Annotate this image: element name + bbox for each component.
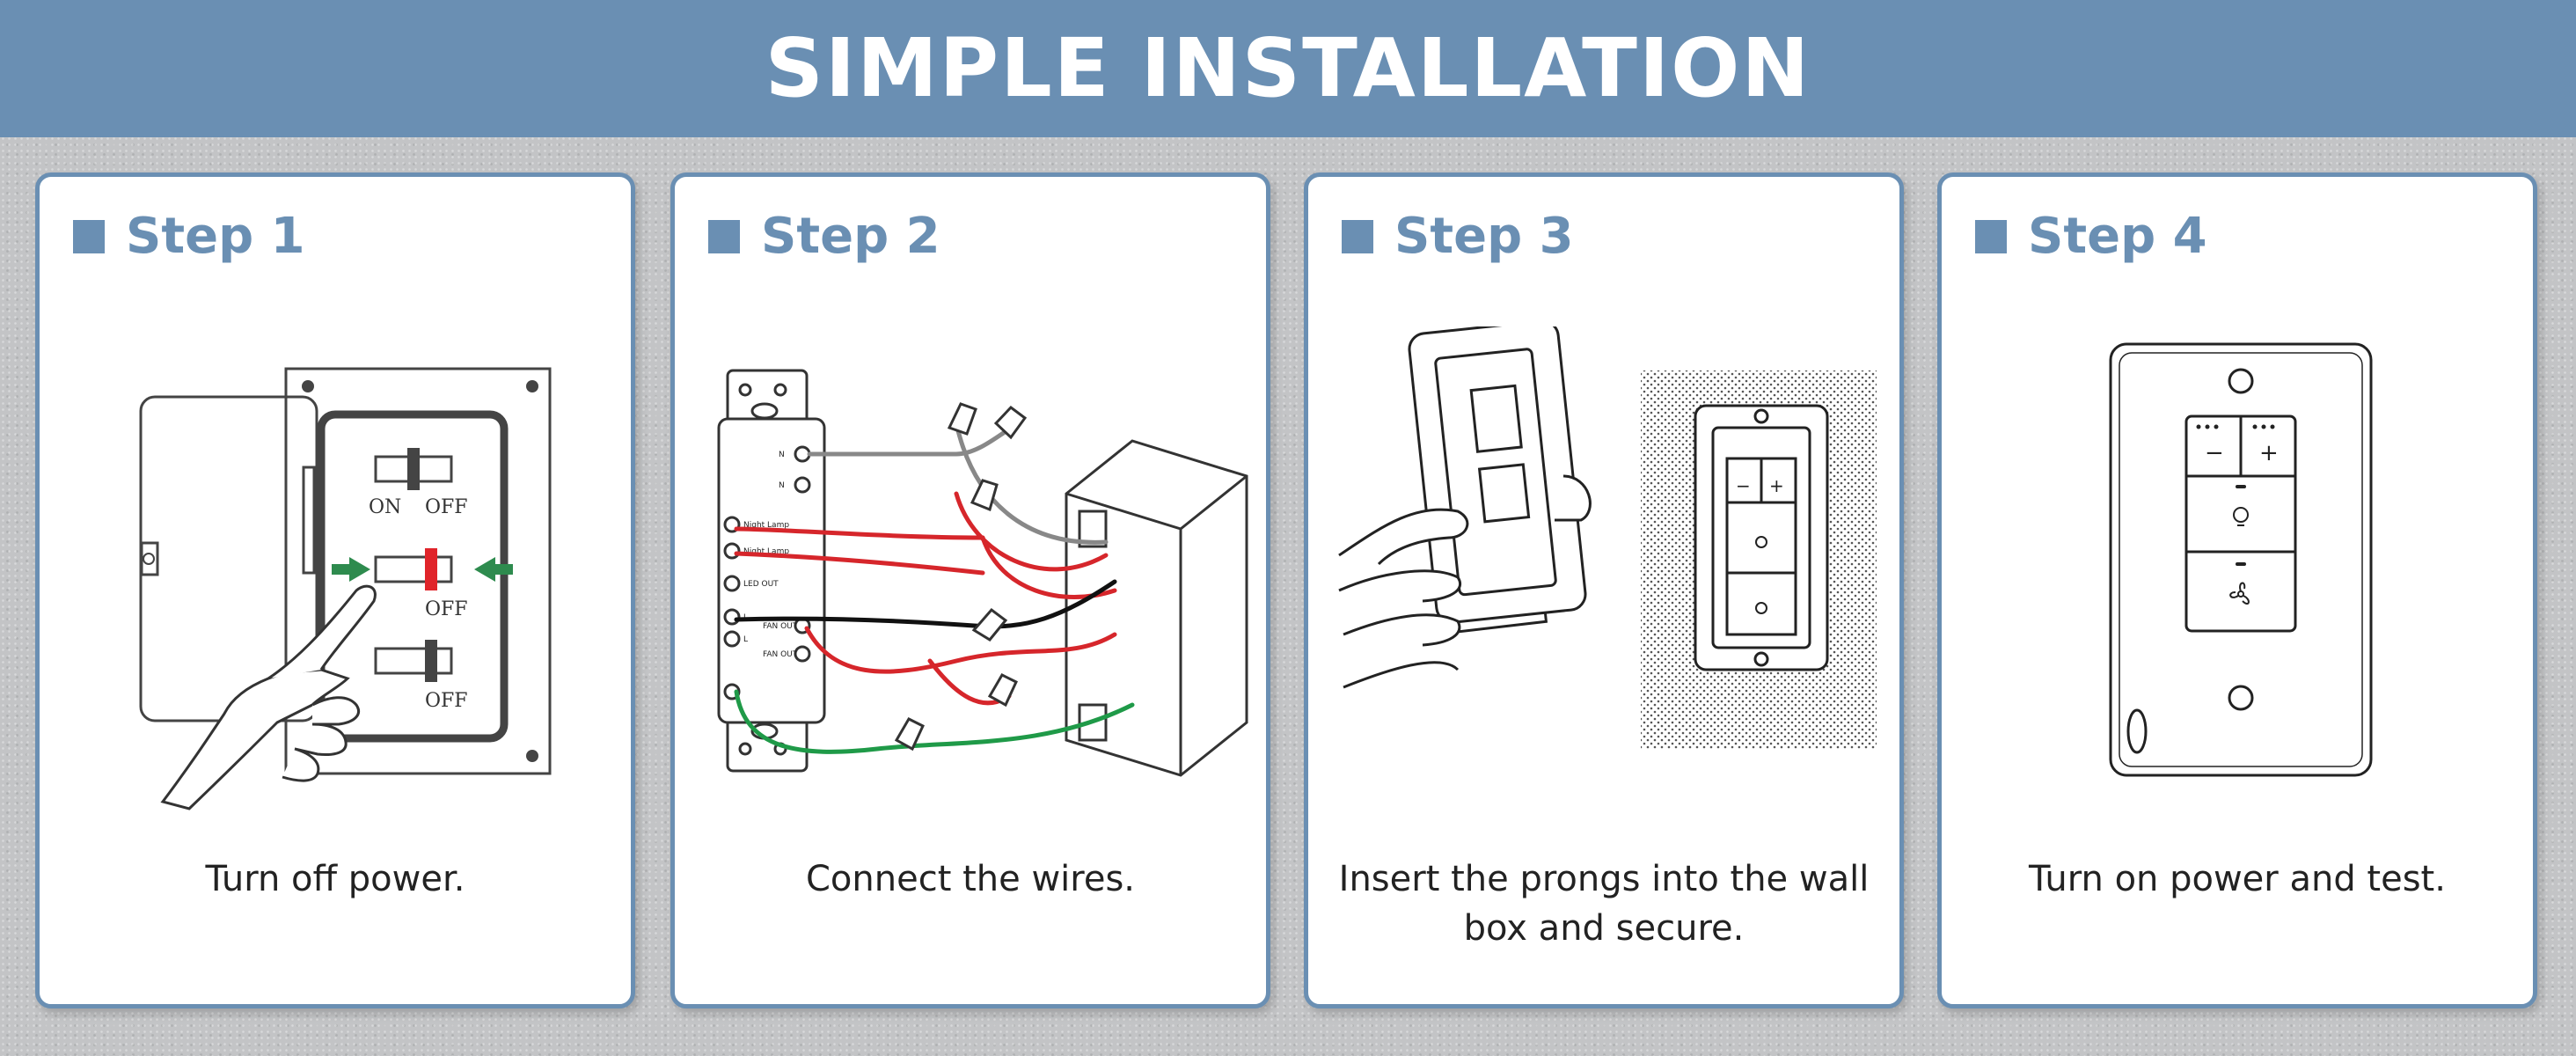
- step-card-2: Step 2 N N Night Lamp Night La: [670, 172, 1270, 1008]
- plate-screw: [2228, 685, 2254, 711]
- arrow-icon: [332, 557, 370, 582]
- live-wire: [734, 526, 985, 540]
- door-hinge: [302, 466, 316, 575]
- neutral-wire: [954, 421, 1109, 545]
- step-caption: Turn on power and test.: [2029, 859, 2446, 899]
- door-latch: [140, 541, 159, 576]
- fan-icon: [1755, 602, 1767, 614]
- wire-nut: [894, 402, 1028, 752]
- svg-text:LED OUT: LED OUT: [743, 580, 779, 589]
- step-marker: [708, 220, 740, 253]
- indicator-led: [2236, 562, 2246, 566]
- step-card-4: Step 4 − + Turn: [1937, 172, 2537, 1008]
- step-header: Step 4: [1975, 212, 2207, 261]
- bulb-icon: [1755, 536, 1767, 548]
- plus-icon: +: [2259, 440, 2279, 466]
- page-title: SIMPLE INSTALLATION: [765, 21, 1811, 115]
- switch-device: [717, 369, 826, 773]
- wall-box: [1065, 439, 1248, 777]
- step-card-3: Step 3: [1304, 172, 1904, 1008]
- svg-text:Night Lamp: Night Lamp: [743, 521, 789, 530]
- minus-icon: −: [1736, 475, 1751, 496]
- live-wire: [954, 491, 1109, 572]
- wiring-diagram-illustration: N N Night Lamp Night Lamp LED OUT L L FA…: [717, 369, 1248, 777]
- step-caption: Insert the prongs into the wall box and …: [1338, 859, 1870, 949]
- step-marker: [73, 220, 105, 253]
- step-caption: Connect the wires.: [805, 859, 1136, 899]
- title-banner: SIMPLE INSTALLATION: [0, 0, 2576, 137]
- breaker-switch-top: ON OFF: [369, 448, 468, 518]
- svg-text:FAN OUT: FAN OUT: [763, 650, 798, 659]
- ground-wire: [734, 689, 1135, 754]
- control-panel: [2184, 414, 2297, 633]
- step-marker: [1975, 220, 2007, 253]
- step-card-1: Step 1 ON OFF OFF OFF: [35, 172, 635, 1008]
- indicator-led: [2236, 485, 2246, 488]
- minus-icon: −: [2205, 440, 2224, 466]
- svg-text:Night Lamp: Night Lamp: [743, 547, 789, 556]
- mounting-illustration: − +: [1338, 326, 1877, 749]
- svg-text:OFF: OFF: [425, 598, 468, 620]
- step-title: Step 4: [2028, 208, 2207, 265]
- air-gap-switch: [2126, 708, 2148, 754]
- step-marker: [1342, 220, 1373, 253]
- plate-screw: [2228, 368, 2254, 394]
- svg-text:FAN OUT: FAN OUT: [763, 622, 798, 631]
- plus-icon: +: [1769, 475, 1784, 496]
- step-title: Step 2: [761, 208, 940, 265]
- step-header: Step 3: [1342, 212, 1574, 261]
- svg-text:OFF: OFF: [425, 690, 468, 712]
- svg-text:N: N: [779, 451, 785, 459]
- live-wire: [804, 626, 1117, 674]
- fan-icon: [2229, 582, 2250, 605]
- breaker-switch-bottom: OFF: [374, 640, 468, 712]
- breaker-panel-illustration: ON OFF OFF OFF: [139, 367, 552, 810]
- step-title: Step 3: [1394, 208, 1574, 265]
- line-wire: [734, 579, 1117, 629]
- finished-switch-illustration: − +: [2109, 342, 2373, 777]
- step-header: Step 1: [73, 212, 305, 261]
- svg-text:ON: ON: [369, 496, 401, 518]
- arrow-icon: [474, 557, 513, 582]
- panel-backplate: [284, 367, 552, 775]
- svg-text:OFF: OFF: [425, 496, 468, 518]
- step-header: Step 2: [708, 212, 940, 261]
- breaker-frame: [317, 410, 509, 743]
- neutral-wire: [807, 429, 1007, 457]
- step-title: Step 1: [126, 208, 305, 265]
- svg-text:L: L: [743, 635, 748, 644]
- step-caption: Turn off power.: [205, 859, 465, 899]
- breaker-switch-middle: OFF: [374, 548, 468, 620]
- live-wire: [734, 551, 985, 576]
- pointing-hand-icon: [160, 584, 377, 810]
- device-in-hand: [1338, 326, 1592, 689]
- svg-text:N: N: [779, 481, 785, 490]
- bulb-icon: [2233, 507, 2249, 526]
